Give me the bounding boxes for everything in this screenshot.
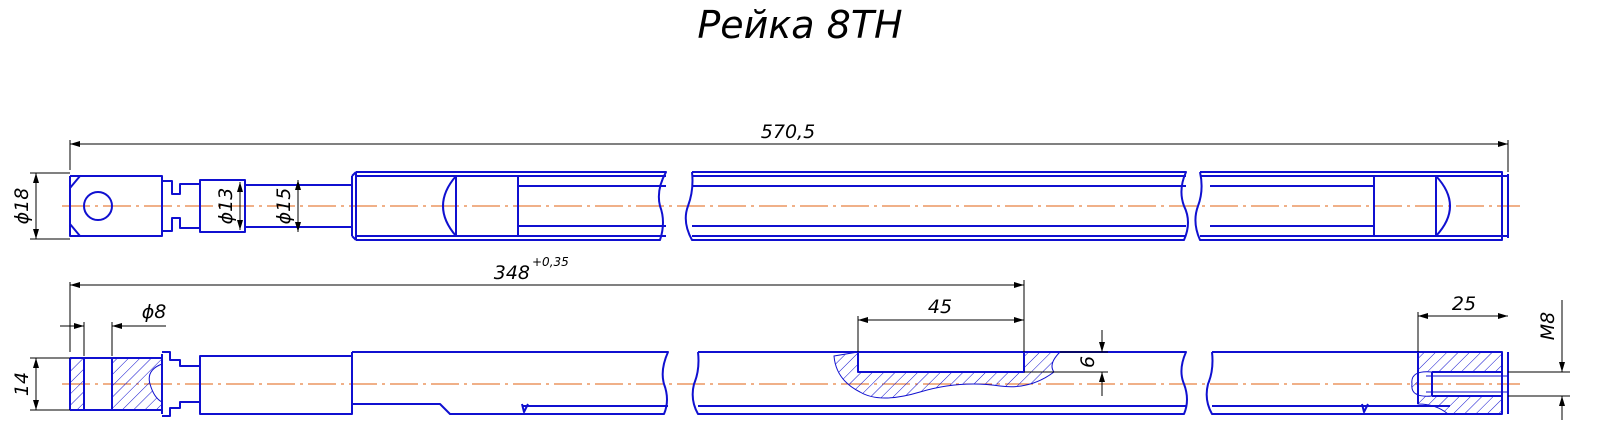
side-head-section bbox=[69, 357, 85, 411]
dim-hole-diameter-text: ϕ8 bbox=[142, 301, 167, 323]
side-shaft-segment-1 bbox=[351, 351, 669, 415]
dim-diameter-neck-text: ϕ13 bbox=[215, 188, 237, 225]
side-thread-section bbox=[1411, 351, 1503, 415]
dim-thickness-text: 14 bbox=[11, 372, 33, 396]
dim-thread-text: M8 bbox=[1537, 312, 1559, 340]
dim-diameter-shaft-text: ϕ15 bbox=[273, 188, 295, 225]
dim-length-tolerance-text: +0,35 bbox=[532, 255, 569, 269]
dim-diameter-head-text: ϕ18 bbox=[11, 188, 33, 225]
top-shaft-segment-2 bbox=[684, 171, 1189, 241]
side-shaft-segment-2 bbox=[691, 351, 1188, 415]
dim-slot-length-text: 45 bbox=[928, 296, 952, 318]
dim-thread-depth-text: 25 bbox=[1452, 293, 1476, 315]
dim-length-to-slot-text: 348 bbox=[494, 262, 530, 284]
top-eye-hole bbox=[83, 191, 113, 221]
dim-overall-length-text: 570,5 bbox=[761, 121, 815, 143]
side-shaft-segment-3 bbox=[1205, 351, 1503, 415]
top-shaft-segment-1 bbox=[356, 171, 667, 241]
top-shaft-segment-3 bbox=[1194, 171, 1503, 241]
side-slot-section bbox=[833, 351, 1062, 399]
top-neck-outline bbox=[162, 179, 201, 233]
top-view: 570,5 ϕ18 ϕ13 ϕ15 bbox=[11, 121, 1520, 241]
side-view: 348 +0,35 ϕ8 14 45 6 25 M8 bbox=[11, 255, 1570, 420]
dim-slot-depth-text: 6 bbox=[1077, 356, 1099, 368]
drawing-title: Рейка 8TH bbox=[697, 3, 902, 47]
